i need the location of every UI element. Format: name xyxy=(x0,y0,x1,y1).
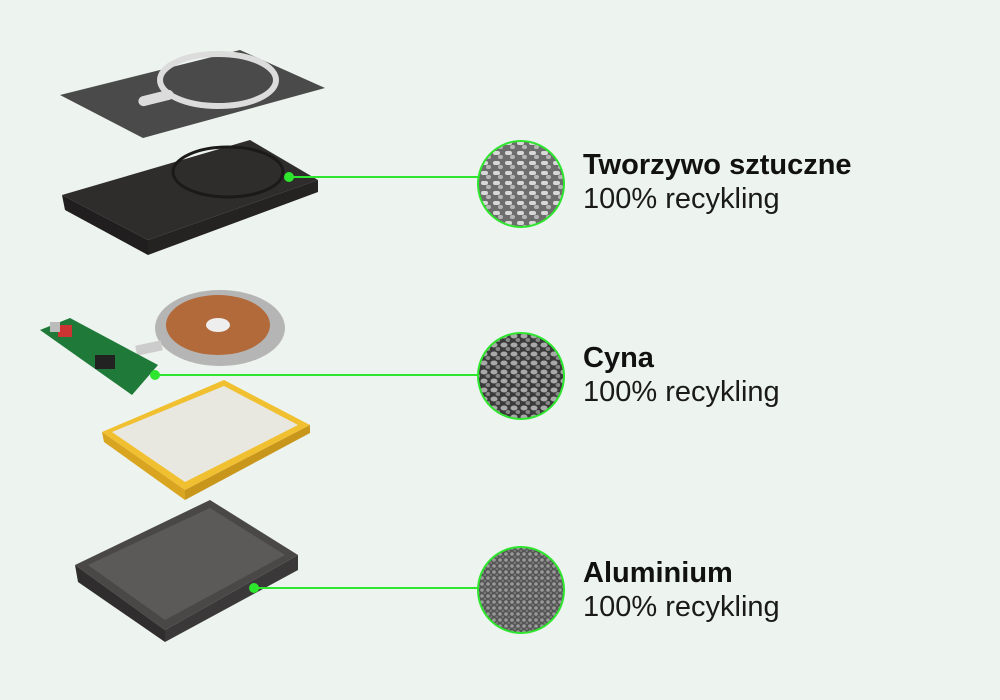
connector-lines xyxy=(150,172,478,593)
plastic-pellets-icon xyxy=(477,140,565,228)
aluminium-granules-icon xyxy=(477,546,565,634)
wireless-charging-coil xyxy=(135,290,285,366)
material-label-aluminium: Aluminium 100% recykling xyxy=(583,556,780,624)
circuit-board xyxy=(40,318,158,395)
material-subtitle: 100% recykling xyxy=(583,591,780,623)
material-subtitle: 100% recykling xyxy=(583,376,780,408)
material-label-tin: Cyna 100% recykling xyxy=(583,341,780,409)
material-title: Aluminium xyxy=(583,557,733,589)
material-title: Cyna xyxy=(583,342,654,374)
tin-pellets-icon xyxy=(477,332,565,420)
aluminium-bottom-shell xyxy=(75,500,298,642)
plastic-top-case xyxy=(62,140,318,255)
material-subtitle: 100% recykling xyxy=(583,183,780,215)
material-title: Tworzywo sztuczne xyxy=(583,149,852,181)
battery-cell xyxy=(102,380,310,500)
magnetic-cover-plate xyxy=(60,50,325,138)
material-label-plastic: Tworzywo sztuczne 100% recykling xyxy=(583,148,852,216)
